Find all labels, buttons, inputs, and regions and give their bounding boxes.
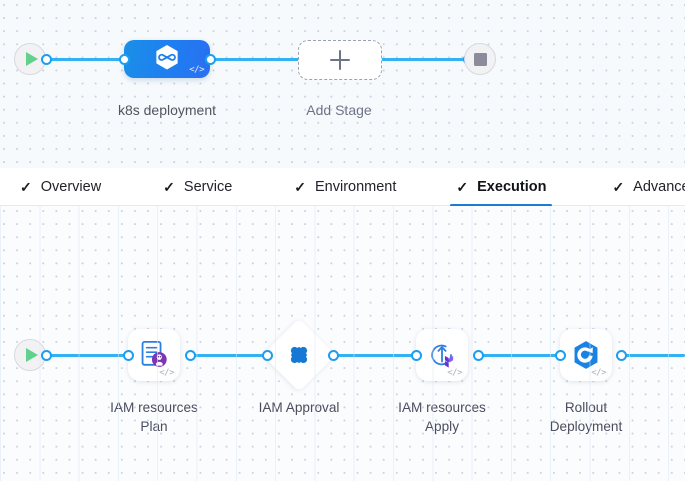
stage-code-badge: </> xyxy=(189,65,204,75)
execution-start-node[interactable] xyxy=(14,339,46,371)
edge-apply-to-rollout xyxy=(477,354,557,357)
play-icon xyxy=(25,52,38,66)
terraform-plan-icon xyxy=(141,341,167,367)
harness-approval-icon xyxy=(273,329,325,381)
check-icon: ✓ xyxy=(163,178,175,195)
tab-label: Service xyxy=(183,178,233,195)
connector-dot-stage-in[interactable] xyxy=(119,54,130,65)
edge-rollout-to-next xyxy=(620,354,685,357)
stage-label-k8s-deployment: k8s deployment xyxy=(117,102,217,118)
edge-start-to-stage xyxy=(45,58,125,61)
connector-dot-stage-out[interactable] xyxy=(205,54,216,65)
connector-dot-approval-out[interactable] xyxy=(328,350,339,361)
plus-icon xyxy=(330,50,350,70)
connector-dot-rollout-out[interactable] xyxy=(616,350,627,361)
edge-stage-to-addstage xyxy=(210,58,302,61)
step-label-iam-resources-apply: IAM resources Apply xyxy=(398,400,486,434)
step-code-badge: </> xyxy=(447,368,462,378)
edge-plan-to-approval xyxy=(190,354,266,357)
play-icon xyxy=(25,348,38,362)
harness-hexagon-icon xyxy=(156,45,178,70)
stop-icon xyxy=(473,52,487,66)
connector-dot-rollout-in[interactable] xyxy=(555,350,566,361)
check-icon: ✓ xyxy=(612,178,625,195)
stage-tabbar: ✓ Overview ✓ Service ✓ Environment ✓ Exe… xyxy=(0,168,685,207)
connector-dot-apply-out[interactable] xyxy=(473,350,484,361)
tab-execution[interactable]: ✓ Execution xyxy=(442,168,560,207)
tab-overview[interactable]: ✓ Overview xyxy=(6,168,115,206)
check-icon: ✓ xyxy=(456,178,469,195)
connector-dot-plan-in[interactable] xyxy=(123,350,134,361)
connector-dot-start-out[interactable] xyxy=(41,54,52,65)
execution-canvas[interactable]: </> IAM resources Plan xyxy=(0,206,685,481)
tab-label: Environment xyxy=(315,178,397,195)
tab-label: Advanced xyxy=(633,178,685,195)
step-iam-approval[interactable] xyxy=(262,318,336,392)
step-label-iam-approval: IAM Approval xyxy=(258,400,340,415)
pipeline-start-node[interactable] xyxy=(14,43,46,75)
tab-label: Execution xyxy=(477,178,547,195)
step-rollout-deployment[interactable]: </> xyxy=(560,329,612,381)
tab-advanced[interactable]: ✓ Advanced xyxy=(598,168,685,206)
step-code-badge: </> xyxy=(591,368,606,378)
tab-service[interactable]: ✓ Service xyxy=(149,168,246,206)
check-icon: ✓ xyxy=(294,178,306,195)
step-label-iam-resources-plan: IAM resources Plan xyxy=(110,400,198,434)
edge-addstage-to-end xyxy=(377,58,468,61)
edge-start-to-plan xyxy=(45,354,135,357)
add-stage-label: Add Stage xyxy=(306,102,372,118)
connector-dot-approval-in[interactable] xyxy=(262,350,273,361)
tab-environment[interactable]: ✓ Environment xyxy=(280,168,410,206)
step-iam-resources-plan[interactable]: </> xyxy=(128,329,180,381)
add-stage-button[interactable] xyxy=(298,40,382,80)
rollout-deployment-icon xyxy=(574,341,598,369)
stage-canvas[interactable]: </> k8s deployment Add Stage xyxy=(0,0,685,168)
tab-label: Overview xyxy=(40,178,102,195)
connector-dot-apply-in[interactable] xyxy=(411,350,422,361)
terraform-apply-icon xyxy=(431,344,454,368)
edge-approval-to-apply xyxy=(333,354,413,357)
step-label-rollout-deployment: Rollout Deployment xyxy=(549,400,623,434)
tab-underline xyxy=(450,203,553,207)
connector-dot-plan-out[interactable] xyxy=(185,350,196,361)
check-icon: ✓ xyxy=(20,178,32,195)
connector-dot-exec-start-out[interactable] xyxy=(41,350,52,361)
step-iam-resources-apply[interactable]: </> xyxy=(416,329,468,381)
pipeline-end-node[interactable] xyxy=(464,43,496,75)
stage-k8s-deployment[interactable]: </> xyxy=(124,40,210,78)
step-code-badge: </> xyxy=(159,368,174,378)
